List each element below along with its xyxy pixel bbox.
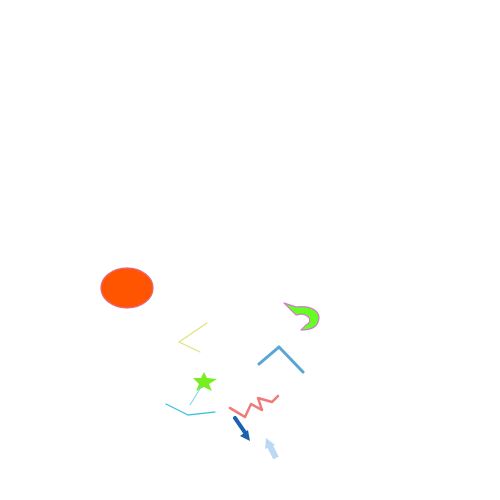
- red-zigzag-line: [228, 394, 280, 419]
- dark-blue-arrow: [233, 416, 250, 441]
- light-blue-arrow: [265, 438, 279, 460]
- green-curved-arrow: [283, 302, 320, 331]
- yellow-chevron-line: [178, 322, 208, 353]
- blue-chevron-line: [257, 345, 305, 374]
- cyan-polyline: [165, 403, 216, 416]
- green-star: [193, 372, 217, 391]
- orange-circle: [100, 267, 154, 309]
- cyan-line: [189, 386, 202, 406]
